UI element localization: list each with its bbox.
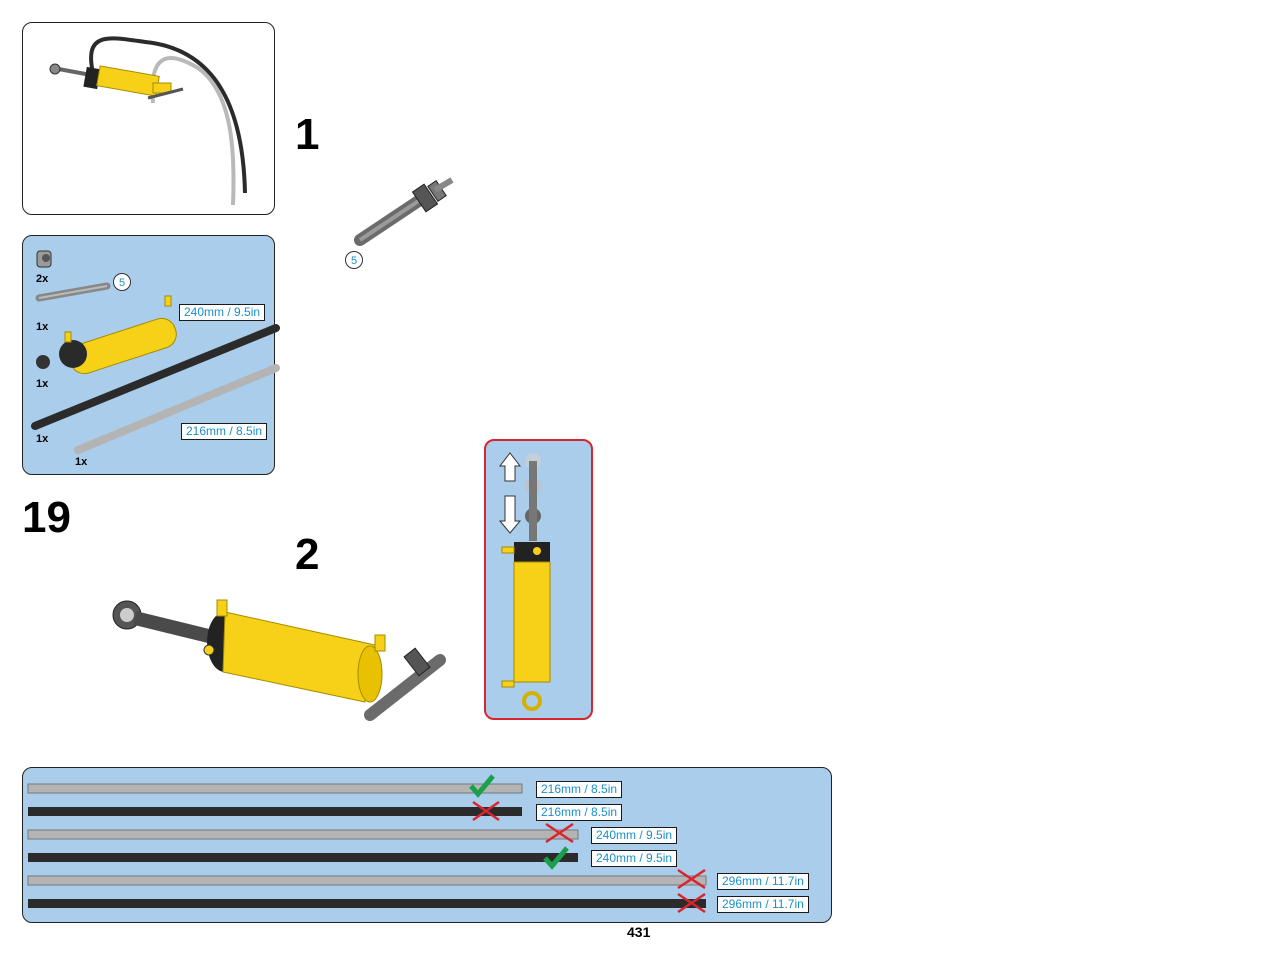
qty-axle: 1x — [36, 321, 49, 333]
guide-label-row-5: 296mm / 11.7in — [717, 873, 809, 890]
tube-guide-illustration — [27, 774, 707, 914]
qty-grey-tube: 1x — [75, 456, 88, 468]
axle-part — [35, 282, 111, 302]
substep-2-assembly — [112, 599, 446, 721]
guide-tube-black-216 — [28, 807, 522, 816]
guide-label-row-4: 240mm / 9.5in — [591, 850, 678, 867]
guide-label-row-1: 216mm / 8.5in — [536, 781, 623, 798]
parts-illustration — [31, 250, 280, 454]
guide-label-row-3: 240mm / 9.5in — [591, 827, 678, 844]
check-icon — [543, 846, 569, 870]
preview-panel — [22, 22, 275, 215]
preview-illustration — [49, 36, 247, 206]
grey-tube-part — [74, 364, 280, 454]
substep-1-axle — [354, 177, 454, 246]
piston-motion-inset — [484, 439, 593, 720]
cylinder-part — [36, 295, 177, 375]
guide-tube-grey-240 — [27, 829, 579, 840]
cross-icon — [472, 800, 500, 822]
page-number: 431 — [627, 924, 651, 940]
pin-connector-part — [36, 250, 52, 268]
tube-length-guide: 216mm / 8.5in 216mm / 8.5in 240mm / 9.5i… — [22, 767, 832, 923]
qty-cylinder: 1x — [36, 378, 49, 390]
black-tube-part — [31, 324, 280, 430]
piston-motion-illustration — [498, 452, 551, 711]
guide-tube-black-240 — [28, 853, 578, 862]
cross-icon — [677, 892, 706, 914]
substep-2-number: 2 — [295, 530, 320, 579]
cross-icon — [677, 868, 706, 890]
axle-length-callout: 5 — [113, 273, 131, 291]
substep-1-number: 1 — [295, 110, 320, 159]
qty-pin: 2x — [36, 273, 49, 285]
guide-tube-black-296 — [28, 899, 706, 908]
grey-tube-length-label: 216mm / 8.5in — [181, 423, 268, 440]
cross-icon — [545, 822, 574, 844]
guide-tube-grey-296 — [27, 875, 707, 886]
guide-label-row-6: 296mm / 11.7in — [717, 896, 809, 913]
black-tube-length-label: 240mm / 9.5in — [179, 304, 266, 321]
qty-black-tube: 1x — [36, 433, 49, 445]
check-icon — [469, 774, 495, 798]
step-number: 19 — [22, 493, 71, 542]
guide-tube-grey-216 — [27, 783, 523, 794]
parts-list-panel: 2x 5 1x 240mm / 9.5in 1x 1x 216mm / 8.5i… — [22, 235, 280, 475]
guide-label-row-2: 216mm / 8.5in — [536, 804, 623, 821]
substep-1-length-callout: 5 — [345, 251, 363, 269]
